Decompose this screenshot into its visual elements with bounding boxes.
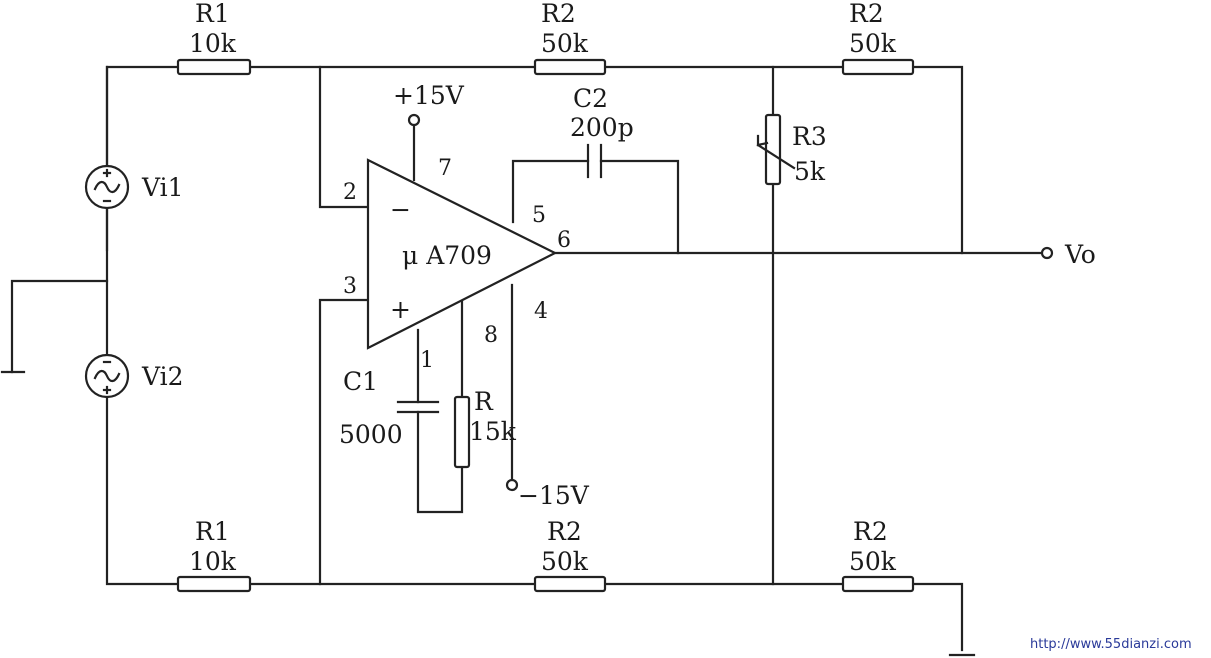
r1-bottom-value: 10k <box>189 547 237 576</box>
capacitor-c2 <box>586 143 603 179</box>
vo-output-terminal[interactable] <box>1040 246 1054 260</box>
capacitor-c1 <box>396 400 440 414</box>
pin-7-label: 7 <box>438 156 452 181</box>
voltage-source-vi2 <box>84 353 130 399</box>
resistor-r1-top <box>176 58 252 76</box>
pin-2-label: 2 <box>343 180 357 205</box>
wires <box>0 65 1044 657</box>
r2-top-right-value: 50k <box>849 29 897 58</box>
r1-bottom-name: R1 <box>195 517 230 546</box>
voltage-source-vi1 <box>84 164 130 210</box>
r2-bottom-right-name: R2 <box>853 517 888 546</box>
pin-8-label: 8 <box>484 323 498 348</box>
vo-label: Vo <box>1064 240 1096 269</box>
resistor-r2-top-right <box>841 58 915 76</box>
pin-1-label: 1 <box>420 348 434 373</box>
pin-4-label: 4 <box>534 299 548 324</box>
r3-name: R3 <box>792 122 827 151</box>
components <box>84 58 1054 593</box>
r1-top-name: R1 <box>195 0 230 28</box>
r2-bottom-mid-value: 50k <box>541 547 589 576</box>
c1-value: 5000 <box>339 420 403 449</box>
labels: R1 10k R2 50k R2 50k R1 10k R2 50k R2 50… <box>141 0 1192 652</box>
opamp-minus-sign: − <box>390 195 411 224</box>
pin-6-label: 6 <box>557 228 571 253</box>
r2-top-mid-value: 50k <box>541 29 589 58</box>
r3-value: 5k <box>794 157 826 186</box>
resistor-r-15k <box>453 395 471 469</box>
r2-bottom-mid-name: R2 <box>547 517 582 546</box>
pin-3-label: 3 <box>343 274 357 299</box>
opamp-label: μ A709 <box>402 241 492 270</box>
r-name: R <box>474 387 494 416</box>
opamp-triangle <box>366 158 558 350</box>
c2-name: C2 <box>573 84 608 113</box>
r1-top-value: 10k <box>189 29 237 58</box>
vneg-label: −15V <box>518 481 590 510</box>
vi1-label: Vi1 <box>141 173 184 202</box>
r2-top-mid-name: R2 <box>541 0 576 28</box>
c2-value: 200p <box>570 113 634 142</box>
r2-bottom-right-value: 50k <box>849 547 897 576</box>
resistor-r2-top-mid <box>533 58 607 76</box>
pin-5-label: 5 <box>532 203 546 228</box>
resistor-r2-bottom-right <box>841 575 915 593</box>
resistor-r2-bottom-mid <box>533 575 607 593</box>
vpos-terminal <box>407 113 421 127</box>
watermark-text: http://www.55dianzi.com <box>1030 637 1192 652</box>
potentiometer-r3 <box>756 113 796 186</box>
c1-name: C1 <box>343 367 378 396</box>
r2-top-right-name: R2 <box>849 0 884 28</box>
vi2-label: Vi2 <box>141 362 184 391</box>
vneg-terminal <box>505 478 519 492</box>
opamp-plus-sign: + <box>390 295 411 324</box>
r-value: 15k <box>469 417 517 446</box>
resistor-r1-bottom <box>176 575 252 593</box>
vpos-label: +15V <box>393 81 465 110</box>
